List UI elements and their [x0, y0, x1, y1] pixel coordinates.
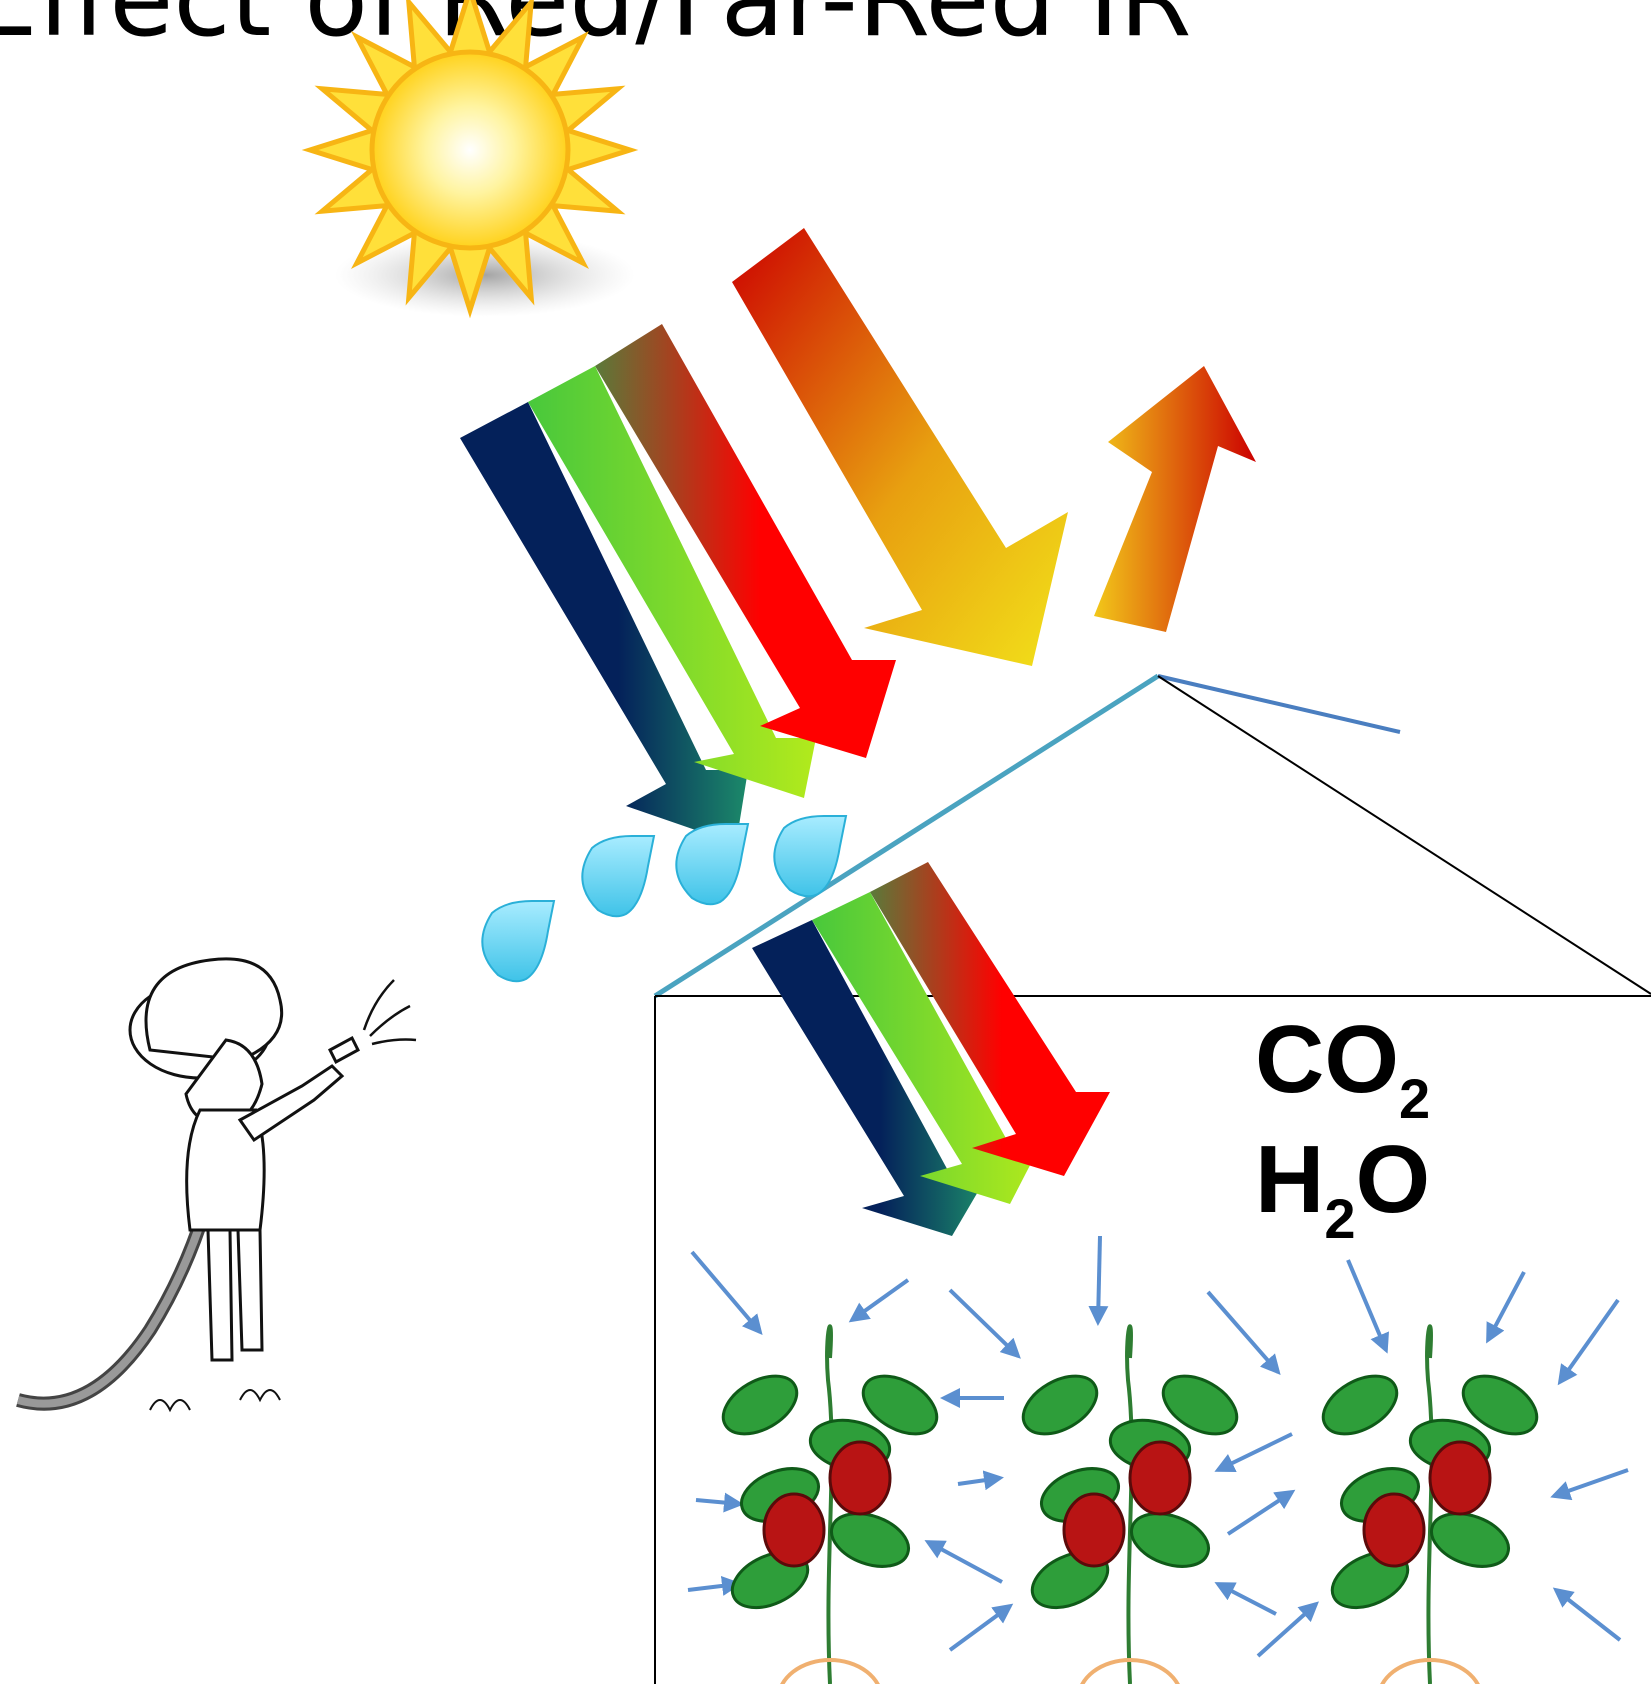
blue-light-arrow	[752, 920, 986, 1236]
tomato-plant-icon	[1321, 1324, 1539, 1684]
water-drop-icon	[581, 835, 656, 918]
far-red-light-arrow	[732, 228, 1068, 666]
red-light-arrow	[870, 862, 1110, 1176]
h2o-label: H2O	[1255, 1126, 1431, 1250]
green-light-arrow	[812, 892, 1042, 1204]
tomato-plant-icon	[721, 1324, 939, 1684]
blue-light-arrow	[460, 402, 748, 844]
child-with-hose-icon	[16, 957, 417, 1413]
tomato-plants	[721, 1324, 1539, 1684]
water-drops	[481, 815, 848, 983]
reflected-ir-arrow	[1094, 366, 1256, 632]
red-light-arrow	[595, 324, 896, 758]
water-drop-icon	[481, 900, 556, 983]
tomato-plant-icon	[1021, 1324, 1239, 1684]
slide-title: Effect of Red/Far-Red IR	[0, 0, 1192, 60]
greenhouse-outline	[653, 673, 1651, 1684]
co2-label: CO2	[1255, 1006, 1431, 1130]
sun-icon	[301, 0, 639, 319]
water-drop-icon	[773, 815, 848, 898]
air-flow-arrows	[687, 1235, 1629, 1658]
water-drop-icon	[675, 823, 750, 906]
transmitted-light-arrows	[752, 862, 1110, 1236]
incoming-light-arrows	[460, 324, 896, 844]
green-light-arrow	[528, 366, 816, 798]
